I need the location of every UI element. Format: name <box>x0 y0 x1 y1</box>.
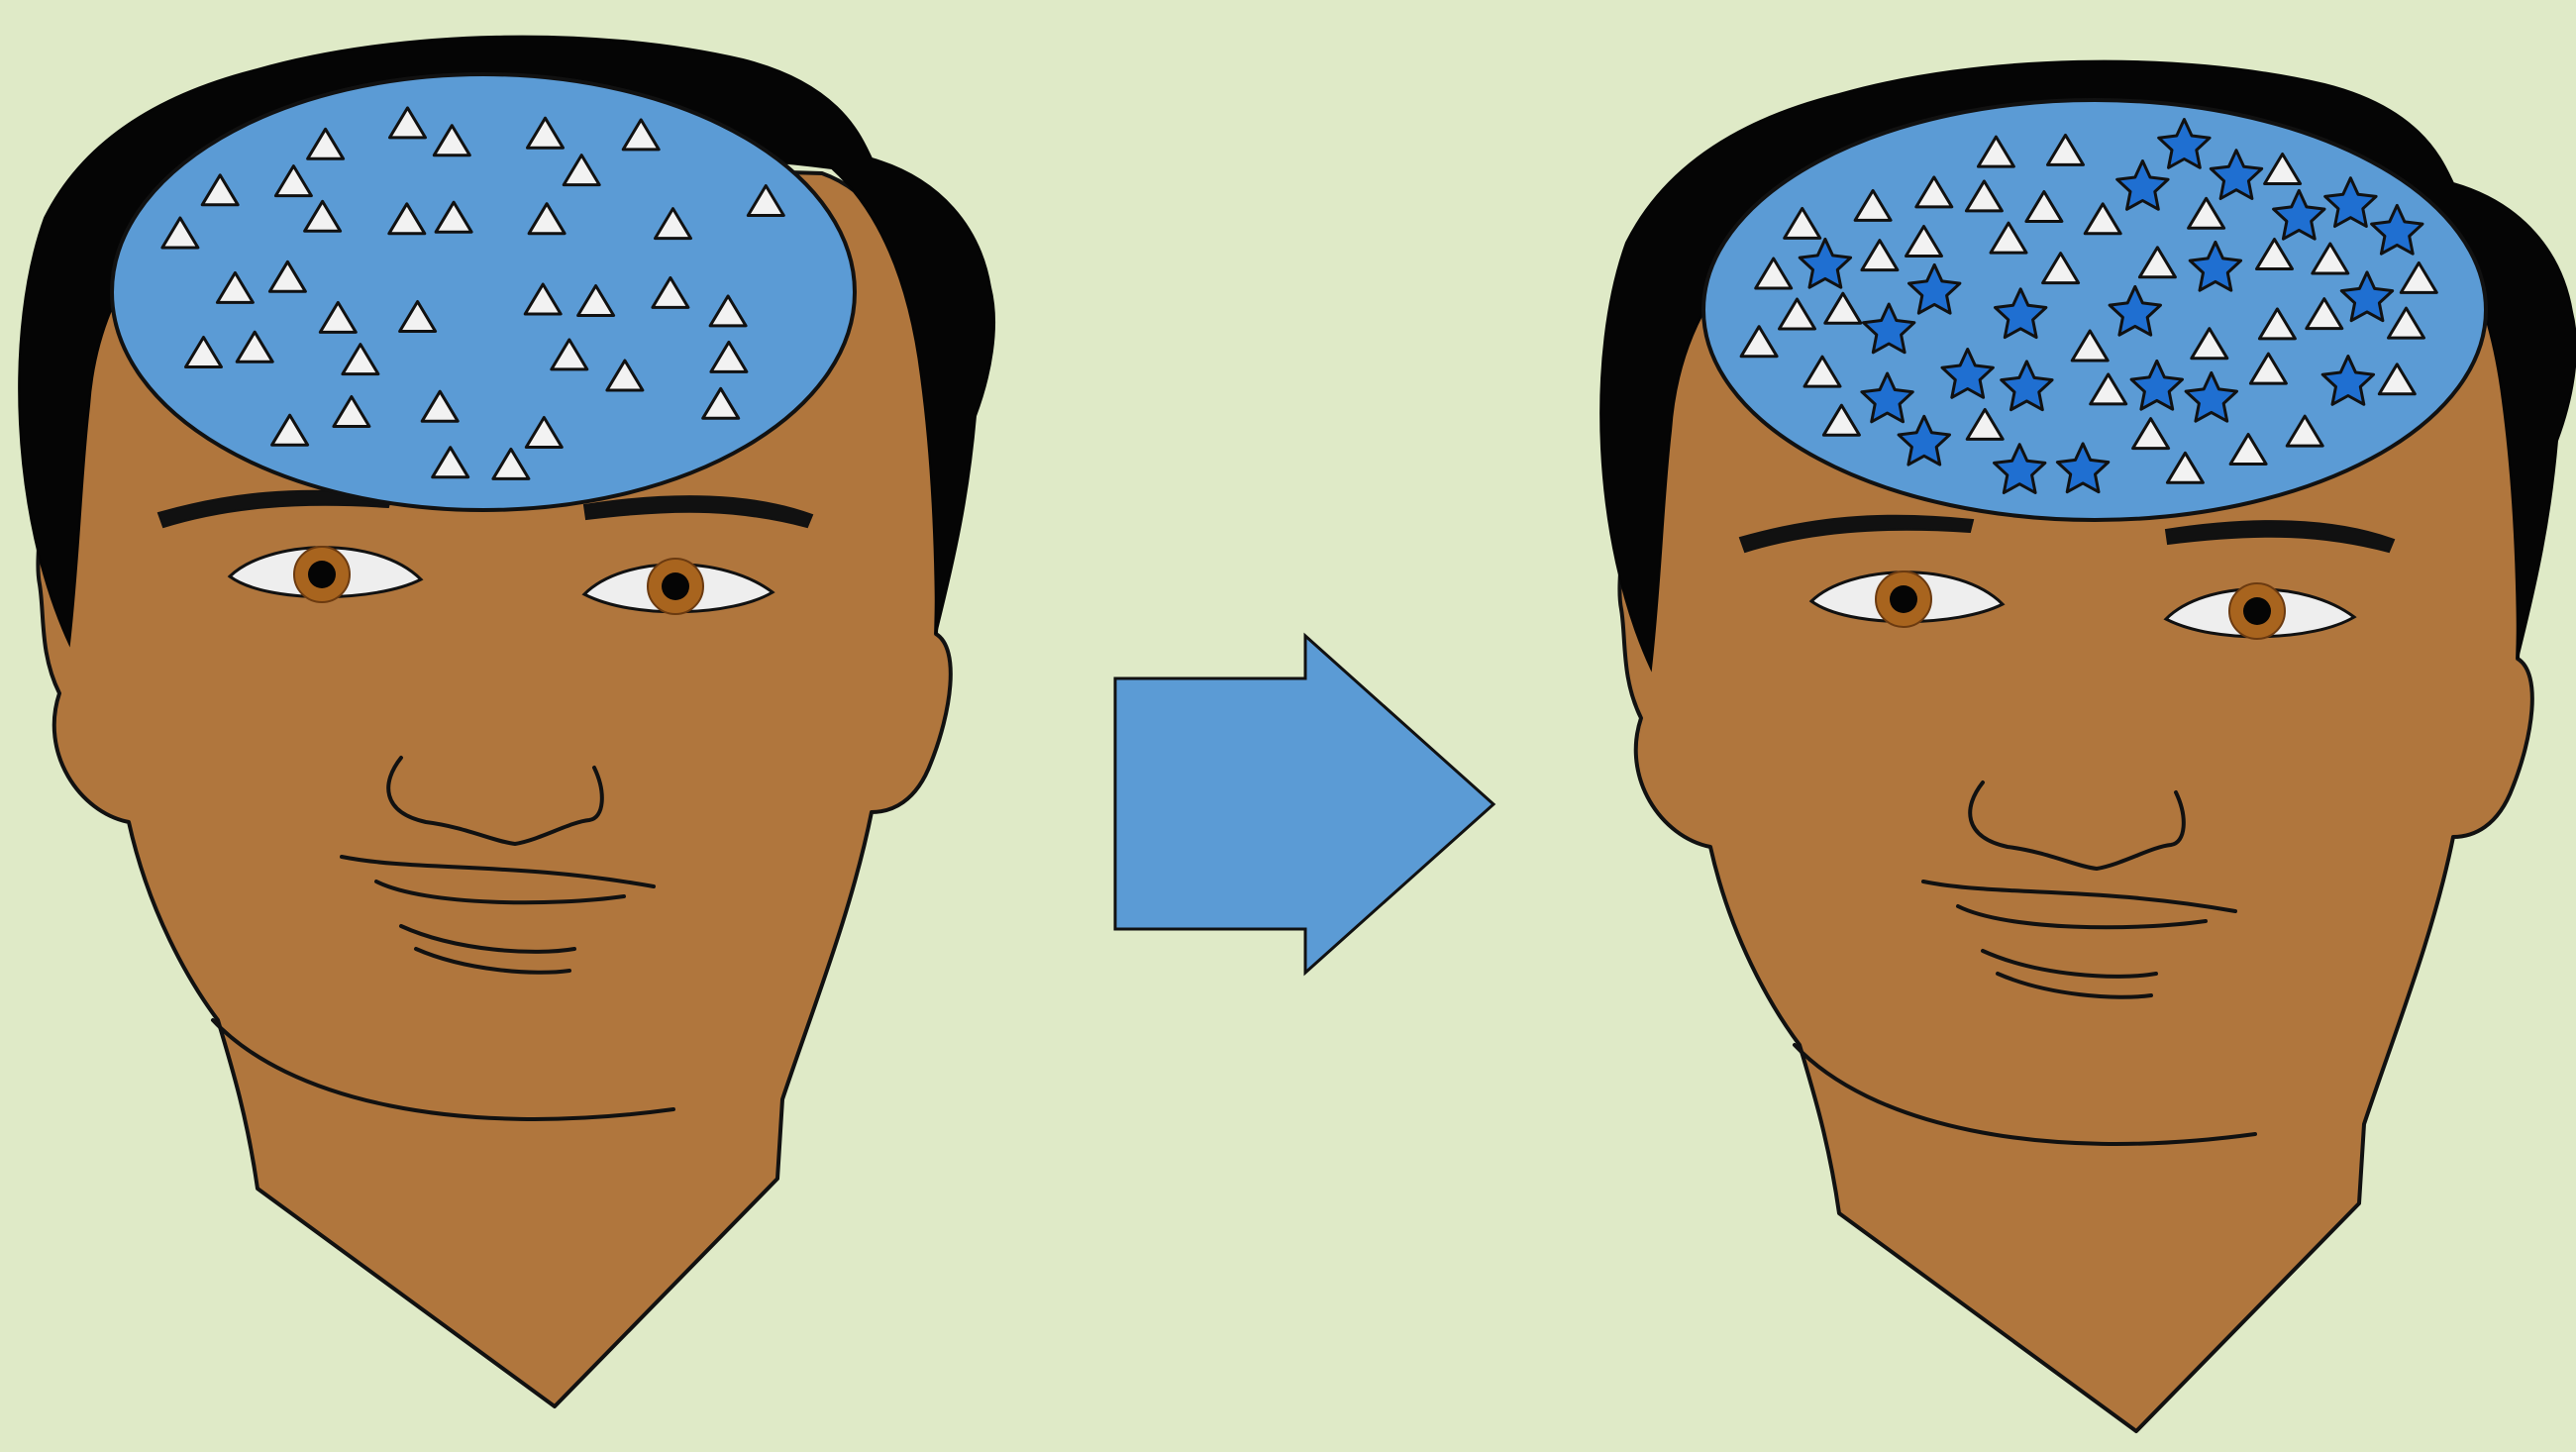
head-transformation-diagram: .skin{fill:#b0763d;stroke:#111111;stroke… <box>0 0 2576 1452</box>
diagram-canvas: .skin{fill:#b0763d;stroke:#111111;stroke… <box>0 0 2576 1452</box>
